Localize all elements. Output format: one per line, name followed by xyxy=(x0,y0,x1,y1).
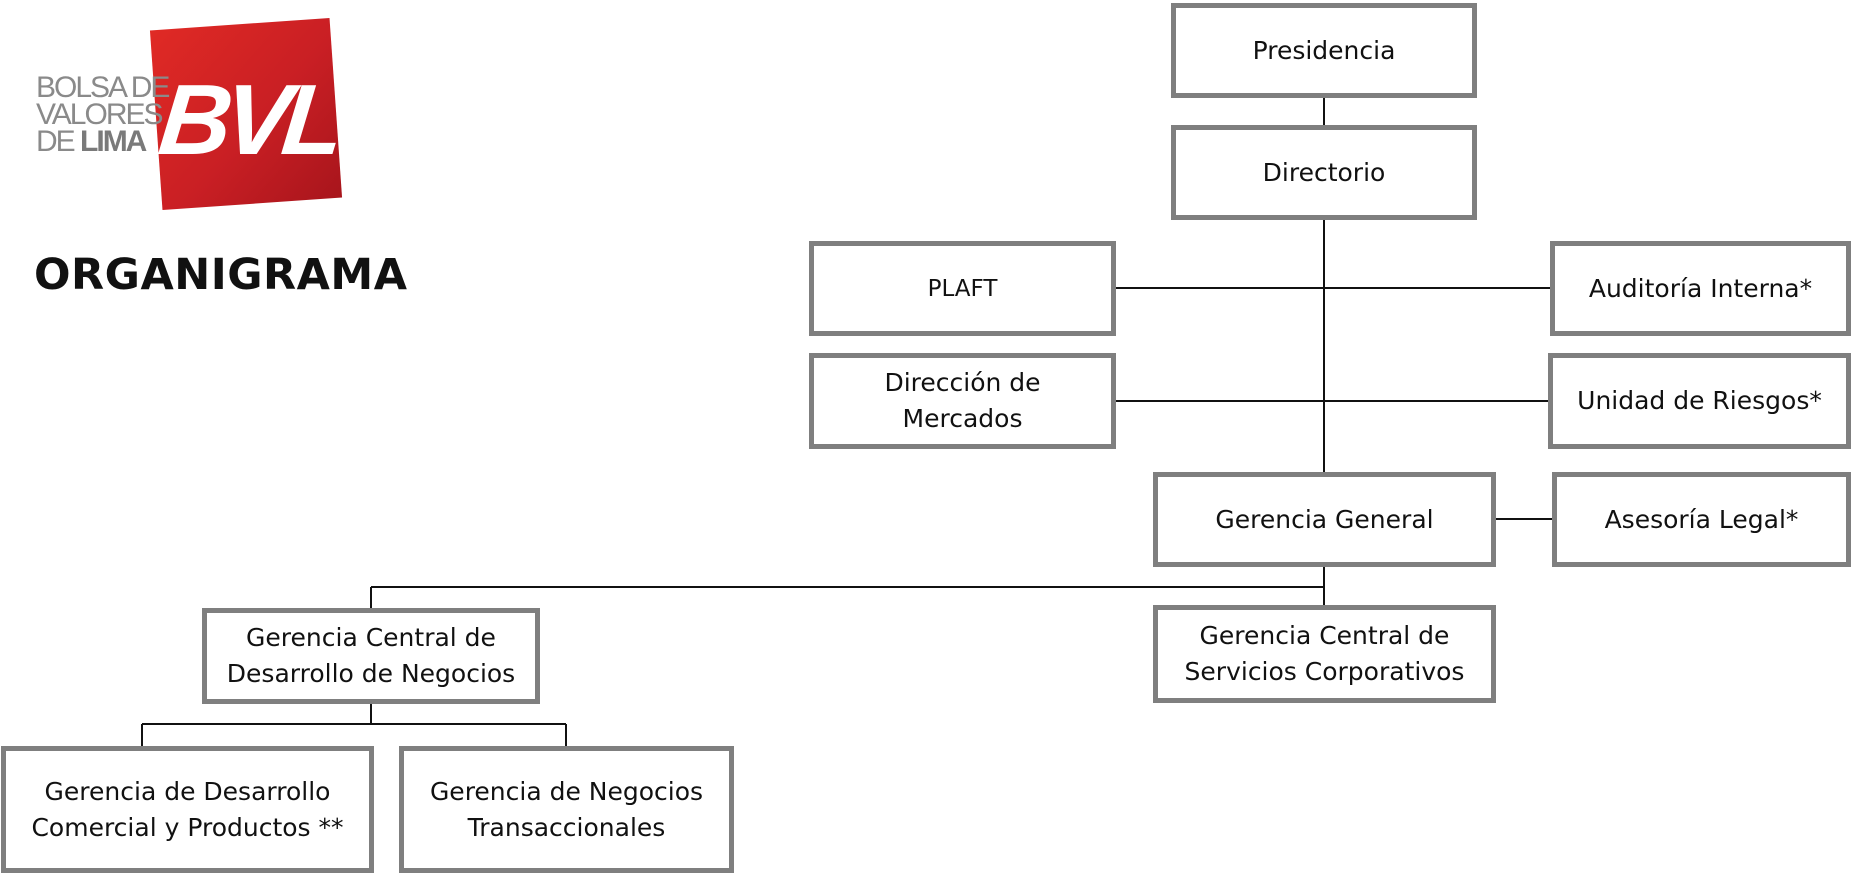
node-gc-desarrollo-negocios: Gerencia Central de Desarrollo de Negoci… xyxy=(202,608,540,704)
node-asesoria-legal: Asesoría Legal* xyxy=(1552,472,1851,567)
node-g-desarrollo-comercial: Gerencia de Desarrollo Comercial y Produ… xyxy=(1,746,374,873)
logo-mark: BVL xyxy=(154,64,342,176)
node-gc-servicios-corporativos: Gerencia Central de Servicios Corporativ… xyxy=(1153,605,1496,703)
node-g-negocios-transaccionales: Gerencia de Negocios Transaccionales xyxy=(399,746,734,873)
node-unidad-riesgos: Unidad de Riesgos* xyxy=(1548,353,1851,449)
node-gerencia-general: Gerencia General xyxy=(1153,472,1496,567)
node-directorio: Directorio xyxy=(1171,125,1477,220)
logo-wordmark: BOLSA DE VALORES DE LIMA xyxy=(36,71,170,158)
logo-line-1: BOLSA DE xyxy=(36,71,170,104)
node-presidencia: Presidencia xyxy=(1171,3,1477,98)
node-plaft: PLAFT xyxy=(809,241,1116,336)
page-title: ORGANIGRAMA xyxy=(34,250,408,300)
logo-line-3: DE LIMA xyxy=(36,125,147,158)
logo-line-2: VALORES xyxy=(36,98,164,131)
node-auditoria-interna: Auditoría Interna* xyxy=(1550,241,1851,336)
node-direccion-mercados: Dirección de Mercados xyxy=(809,353,1116,449)
